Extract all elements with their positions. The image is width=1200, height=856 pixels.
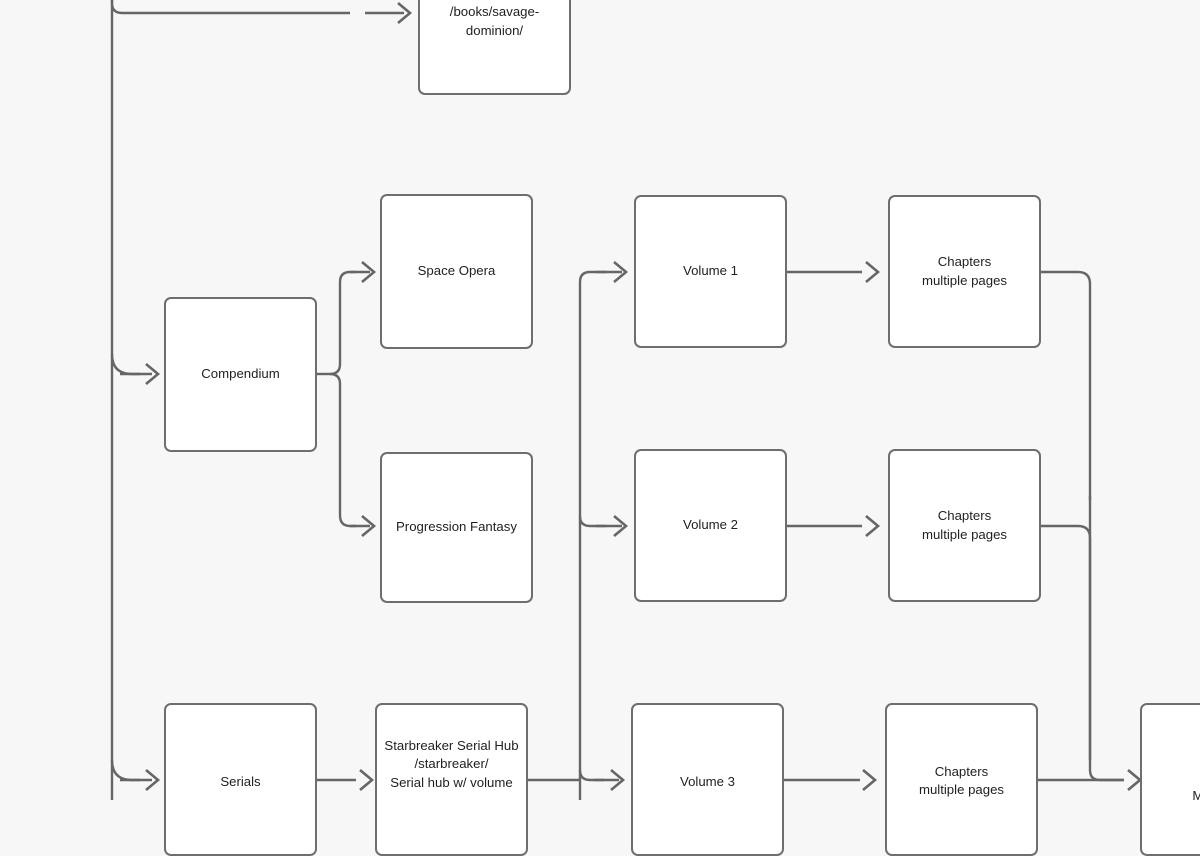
edge-trunk-to-series bbox=[110, 0, 350, 15]
node-chapters-2[interactable]: Chapters multiple pages bbox=[888, 449, 1041, 602]
node-progression-fantasy-label: Progression Fantasy bbox=[396, 519, 517, 534]
arrow-head-compendium bbox=[145, 363, 161, 385]
node-progression-fantasy[interactable]: Progression Fantasy bbox=[380, 452, 533, 603]
node-starbreaker-hub[interactable]: Starbreaker Serial Hub /starbreaker/ Ser… bbox=[375, 703, 528, 856]
node-chapters-1[interactable]: Chapters multiple pages bbox=[888, 195, 1041, 348]
node-chapters-1-label: Chapters multiple pages bbox=[921, 254, 1008, 288]
arrow-head-space-opera bbox=[361, 261, 377, 283]
arrow-head-serials bbox=[145, 769, 161, 791]
arrow-head-chapters-2 bbox=[865, 515, 881, 537]
node-members-gated[interactable]: 🔒 Mo Member bbox=[1140, 703, 1200, 856]
node-volume-1[interactable]: Volume 1 bbox=[634, 195, 787, 348]
node-volume-3[interactable]: Volume 3 bbox=[631, 703, 784, 856]
arrow-head-chapters-1 bbox=[865, 261, 881, 283]
edge-return-chapters-1 bbox=[1041, 270, 1092, 500]
node-volume-2-label: Volume 2 bbox=[683, 517, 738, 533]
arrow-head-starbreaker bbox=[359, 769, 375, 791]
edge-trunk-to-volume-2 bbox=[578, 515, 606, 528]
arrow-head-progression-fantasy bbox=[361, 515, 377, 537]
arrow-head-series bbox=[397, 2, 413, 24]
edge-return-trunk-down bbox=[1088, 496, 1124, 782]
node-serials-label: Serials bbox=[220, 774, 261, 789]
node-series[interactable]: Series /books/savage-dominion/ bbox=[418, 0, 571, 95]
arrow-head-volume-3 bbox=[610, 769, 626, 791]
node-chapters-3[interactable]: Chapters multiple pages bbox=[885, 703, 1038, 856]
node-volume-2[interactable]: Volume 2 bbox=[634, 449, 787, 602]
arrow-head-volume-2 bbox=[613, 515, 629, 537]
node-chapters-3-label: Chapters multiple pages bbox=[918, 764, 1005, 798]
arrow-head-volume-1 bbox=[613, 261, 629, 283]
edge-compendium-to-space-opera bbox=[329, 270, 356, 376]
edge-trunk-to-compendium bbox=[110, 353, 140, 376]
node-space-opera[interactable]: Space Opera bbox=[380, 194, 533, 349]
arrow-head-members-from-return bbox=[1127, 769, 1143, 791]
node-starbreaker-hub-label: Starbreaker Serial Hub /starbreaker/ Ser… bbox=[384, 738, 519, 790]
node-compendium-label: Compendium bbox=[201, 366, 280, 382]
node-volume-3-label: Volume 3 bbox=[680, 774, 735, 789]
node-series-label: Series /books/savage-dominion/ bbox=[449, 0, 540, 38]
node-compendium[interactable]: Compendium bbox=[164, 297, 317, 452]
edge-trunk-to-serials bbox=[110, 759, 140, 782]
node-serials[interactable]: Serials bbox=[164, 703, 317, 856]
node-members-gated-label: 🔒 Mo bbox=[1149, 750, 1200, 768]
node-chapters-2-label: Chapters multiple pages bbox=[921, 508, 1008, 542]
node-space-opera-label: Space Opera bbox=[417, 263, 496, 279]
node-volume-1-label: Volume 1 bbox=[683, 263, 738, 279]
node-members-gated-sublabel: Member bbox=[1142, 787, 1200, 805]
edge-trunk-to-volume-3 bbox=[578, 769, 604, 782]
edge-compendium-to-progression bbox=[329, 372, 356, 528]
edge-trunk-to-volume-1 bbox=[578, 270, 606, 283]
edge-return-chapters-2 bbox=[1041, 524, 1092, 760]
arrow-head-chapters-3 bbox=[862, 769, 878, 791]
